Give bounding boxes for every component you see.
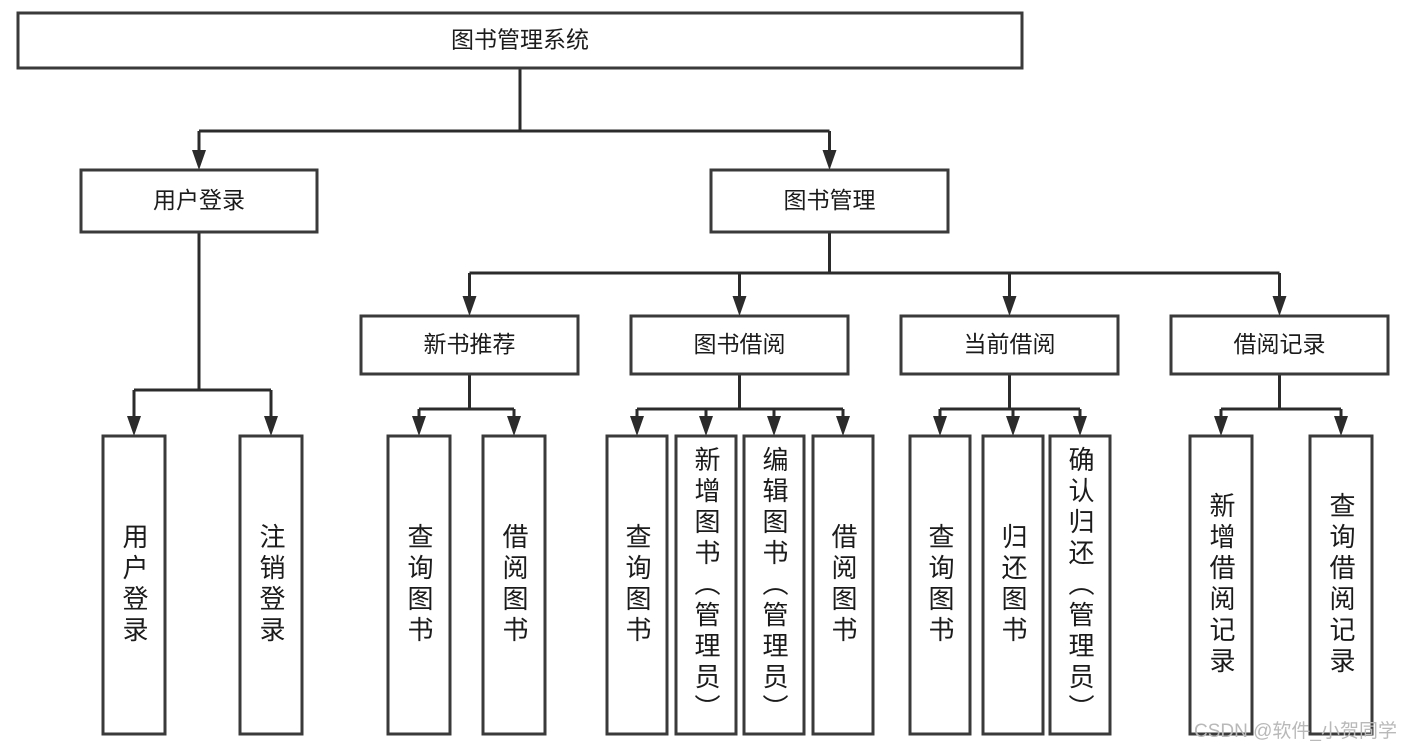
node-borrow-records[interactable] — [1169, 314, 1390, 376]
arrow-head-icon — [264, 416, 278, 436]
node-book-borrow[interactable] — [629, 314, 850, 376]
arrow-head-icon — [1006, 416, 1020, 436]
arrow-head-icon — [1073, 416, 1087, 436]
arrow-head-icon — [822, 150, 837, 170]
arrow-head-icon — [1002, 296, 1017, 316]
node-leaf-borrow-book[interactable] — [811, 434, 875, 736]
node-leaf-return-book[interactable] — [981, 434, 1045, 736]
arrow-head-icon — [630, 416, 644, 436]
arrow-head-icon — [412, 416, 426, 436]
node-book-borrow-label: 图书借阅 — [694, 331, 786, 357]
node-box-layer — [16, 11, 1390, 736]
node-root-label: 图书管理系统 — [451, 27, 589, 53]
arrow-head-icon — [836, 416, 850, 436]
node-new-book-recommend-label: 新书推荐 — [424, 331, 516, 357]
arrow-head-icon — [933, 416, 947, 436]
node-leaf-user-logout[interactable] — [238, 434, 304, 736]
connector-layer — [127, 68, 1348, 436]
node-leaf-edit-book-admin[interactable] — [742, 434, 806, 736]
arrow-head-icon — [732, 296, 747, 316]
arrow-head-icon — [1334, 416, 1348, 436]
node-user-login[interactable] — [79, 168, 319, 234]
arrow-head-icon — [767, 416, 781, 436]
arrow-head-icon — [1214, 416, 1228, 436]
arrow-head-icon — [127, 416, 141, 436]
node-leaf-query-book-rec[interactable] — [386, 434, 452, 736]
node-borrow-records-label: 借阅记录 — [1234, 331, 1326, 357]
node-leaf-query-borrow-record[interactable] — [1308, 434, 1374, 736]
node-leaf-add-book-admin[interactable] — [674, 434, 738, 736]
node-user-login-label: 用户登录 — [153, 187, 245, 213]
node-root[interactable] — [16, 11, 1024, 70]
watermark-text: CSDN @软件_小贺同学 — [1194, 721, 1397, 742]
arrow-head-icon — [462, 296, 477, 316]
node-leaf-query-book-borrow[interactable] — [605, 434, 669, 736]
node-leaf-add-borrow-record[interactable] — [1188, 434, 1254, 736]
arrow-head-icon — [507, 416, 521, 436]
node-current-borrow-label: 当前借阅 — [964, 331, 1056, 357]
arrow-head-icon — [192, 150, 206, 170]
node-leaf-user-login[interactable] — [101, 434, 167, 736]
node-leaf-confirm-return-admin[interactable] — [1048, 434, 1112, 736]
node-book-management[interactable] — [709, 168, 950, 234]
arrow-head-icon — [1272, 296, 1287, 316]
node-current-borrow[interactable] — [899, 314, 1120, 376]
node-book-management-label: 图书管理 — [784, 187, 876, 213]
node-leaf-borrow-book-rec[interactable] — [481, 434, 547, 736]
arrow-head-icon — [699, 416, 713, 436]
node-new-book-recommend[interactable] — [359, 314, 580, 376]
node-leaf-query-book-current[interactable] — [908, 434, 972, 736]
